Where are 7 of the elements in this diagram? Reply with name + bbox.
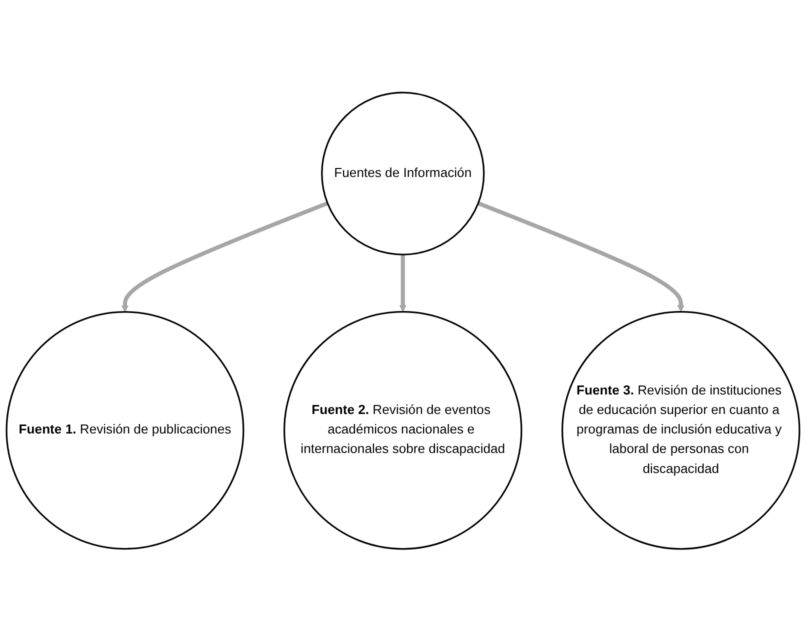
node-circle: Fuente 2. Revisión de eventos académicos nacionales e internacionales sobre discapacidad xyxy=(283,311,522,550)
arrow xyxy=(399,254,406,312)
node-circle: Fuente 3. Revisión de instituciones de educación superior en cuanto a programas de inclusión educativa y laboral de personas con discapacidad xyxy=(562,311,800,550)
arrow xyxy=(477,202,684,312)
node-circle: Fuentes de Información xyxy=(321,92,485,256)
arrow xyxy=(121,202,328,312)
node-circle: Fuente 1. Revisión de publicaciones xyxy=(6,311,244,550)
